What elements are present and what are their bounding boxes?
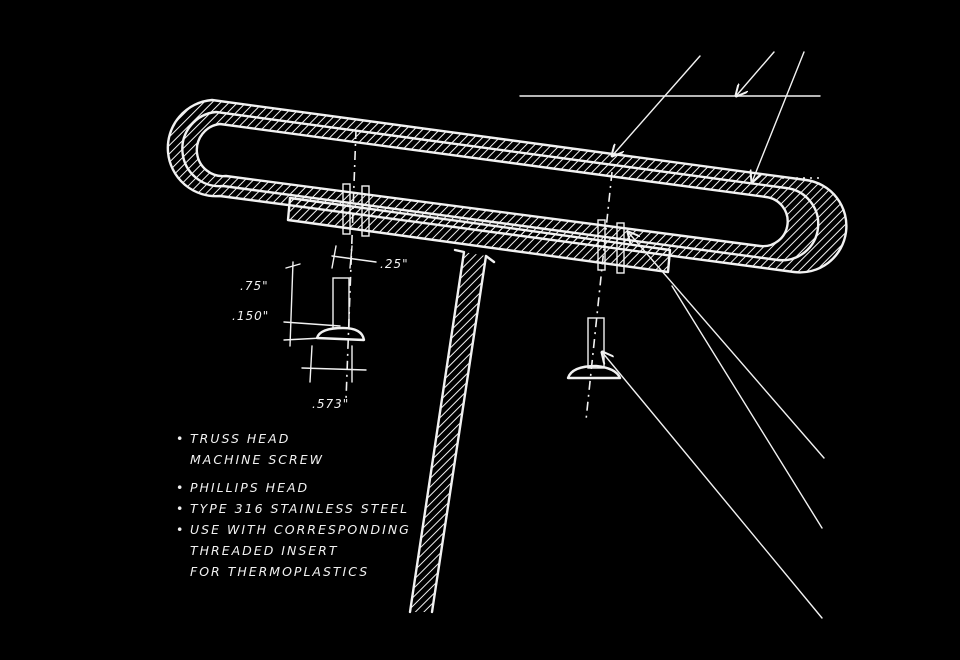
center-line-left — [345, 129, 357, 401]
dim-head-height: .150" — [232, 309, 269, 323]
note-line: Type 316 Stainless Steel — [190, 501, 410, 516]
dim-screw-diameter: .25" — [380, 257, 409, 271]
leader-arrows — [519, 51, 825, 619]
note-line: Machine Screw — [190, 452, 324, 467]
spec-notes: • Truss Head Machine Screw • Phillips He… — [176, 428, 411, 582]
note-head-type: • Phillips Head — [176, 477, 411, 498]
note-line: for Thermoplastics — [190, 564, 370, 579]
note-screw-type: • Truss Head Machine Screw — [176, 428, 411, 470]
tube-inner-edge — [195, 122, 789, 248]
note-line: Truss Head — [190, 431, 291, 446]
plate-outline — [286, 196, 672, 274]
stem-hatch — [410, 252, 486, 612]
screw-detail-right — [566, 317, 622, 380]
center-line-right — [585, 171, 613, 421]
dim-head-diameter: .573" — [312, 397, 349, 411]
note-usage: • Use with corresponding Threaded Insert… — [176, 519, 411, 582]
installed-screw-left — [342, 183, 370, 237]
plate-hatch — [290, 198, 670, 272]
screw-detail-left — [283, 245, 377, 383]
note-material: • Type 316 Stainless Steel — [176, 498, 411, 519]
dim-shank-length: .75" — [240, 279, 269, 293]
note-line: Threaded Insert — [190, 543, 339, 558]
note-line: Phillips Head — [190, 480, 310, 495]
tube-mid-edge — [181, 110, 820, 262]
seat-plate — [286, 196, 672, 614]
stem-outline — [408, 248, 496, 614]
note-line: Use with corresponding — [190, 522, 411, 537]
